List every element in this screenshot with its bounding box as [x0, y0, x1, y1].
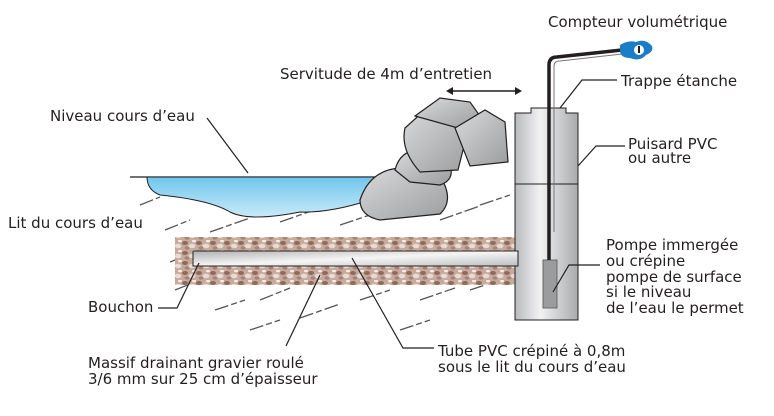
gravel-label-1: Massif drainant gravier roulé	[88, 354, 304, 372]
water-level-label: Niveau cours d’eau	[50, 107, 195, 125]
pump-label-2: ou crépine	[606, 252, 685, 270]
level-probe-cable	[553, 53, 623, 232]
sump-label-1: Puisard PVC	[628, 135, 717, 153]
pump-label-3: pompe de surface	[606, 268, 742, 286]
riverbed-label: Lit du cours d’eau	[8, 214, 143, 232]
hose	[547, 48, 623, 260]
pipe-label-1: Tube PVC crépiné à 0,8m	[437, 342, 625, 360]
sump-label-2: ou autre	[628, 149, 691, 167]
rocks	[359, 97, 509, 221]
easement-arrow-icon	[446, 87, 522, 95]
pvc-sump	[514, 107, 579, 321]
water	[146, 176, 383, 218]
hatch-label: Trappe étanche	[620, 72, 737, 90]
pump-label-1: Pompe immergée	[606, 236, 738, 254]
flow-meter-icon	[620, 40, 653, 60]
plug-label: Bouchon	[88, 298, 153, 316]
gravel-label-2: 3/6 mm sur 25 cm d’épaisseur	[88, 370, 318, 388]
pump	[542, 259, 558, 309]
pipe-label-2: sous le lit du cours d’eau	[438, 358, 626, 376]
pump-label-5: de l’eau le permet	[606, 299, 744, 317]
leader-lines	[158, 79, 625, 349]
easement-label: Servitude de 4m d’entretien	[280, 65, 492, 83]
meter-label: Compteur volumétrique	[548, 13, 727, 31]
pump-label-4: si le niveau	[606, 283, 691, 301]
